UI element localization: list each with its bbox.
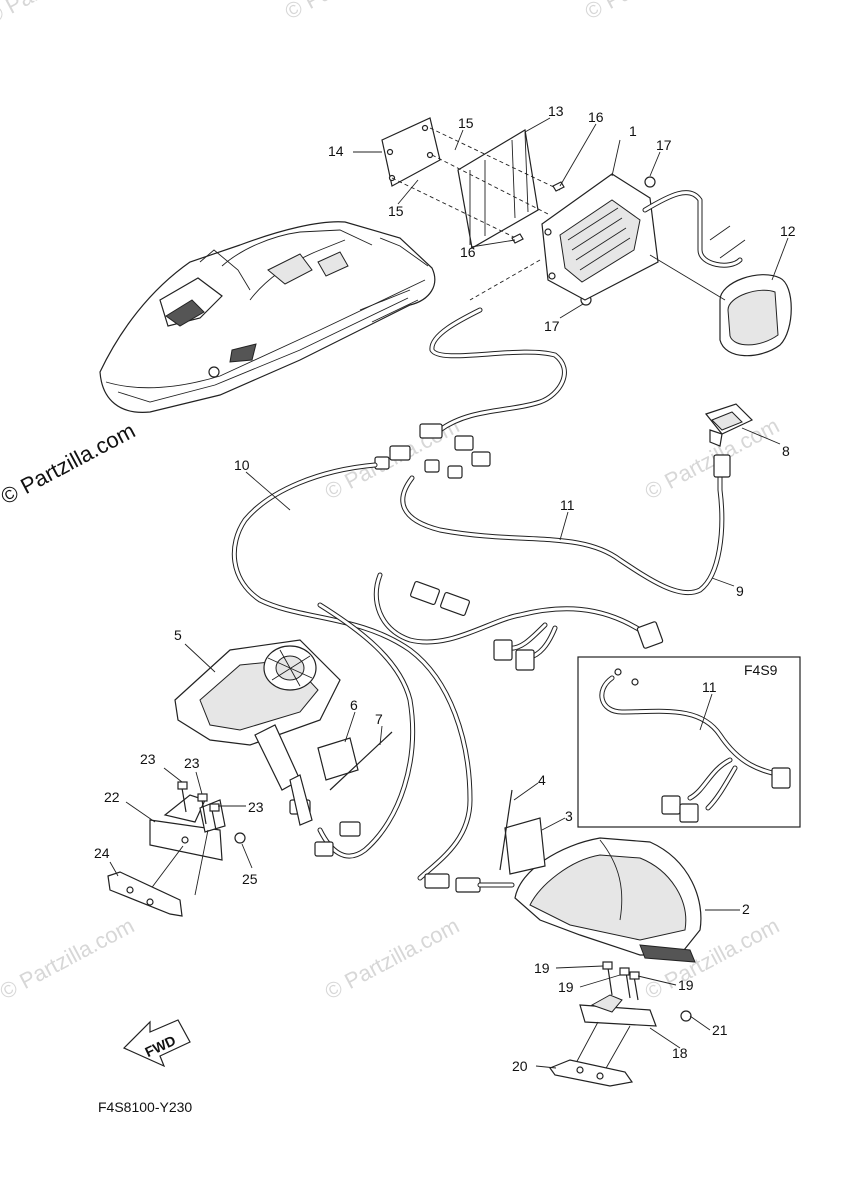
callout-9: 9 xyxy=(736,583,744,599)
watermark: © Partzilla.com xyxy=(0,913,138,1005)
callout-19b: 19 xyxy=(558,979,574,995)
wire-harness xyxy=(231,307,567,893)
callout-15: 15 xyxy=(458,115,474,131)
callout-14: 14 xyxy=(328,143,344,159)
watermark: © Partzilla.com xyxy=(281,0,424,24)
callout-13: 13 xyxy=(548,103,564,119)
callouts: 1 2 3 4 5 6 7 8 9 10 11 12 13 14 15 15 1… xyxy=(94,103,796,1074)
watercraft-illustration xyxy=(99,221,436,413)
callout-5: 5 xyxy=(174,627,182,643)
callout-24: 24 xyxy=(94,845,110,861)
callout-19c: 19 xyxy=(678,977,694,993)
callout-21: 21 xyxy=(712,1022,728,1038)
ecu-assembly xyxy=(381,117,792,357)
callout-7: 7 xyxy=(375,711,383,727)
callout-25: 25 xyxy=(242,871,258,887)
callout-3: 3 xyxy=(565,808,573,824)
callout-18: 18 xyxy=(672,1045,688,1061)
meter-right xyxy=(499,789,702,963)
inset-label: F4S9 xyxy=(744,662,778,678)
bracket-right xyxy=(549,961,692,1087)
callout-2: 2 xyxy=(742,901,750,917)
fwd-arrow: FWD xyxy=(122,1019,191,1068)
callout-4: 4 xyxy=(538,772,546,788)
callout-16b: 16 xyxy=(460,244,476,260)
callout-6: 6 xyxy=(350,697,358,713)
callout-20: 20 xyxy=(512,1058,528,1074)
callout-22: 22 xyxy=(104,789,120,805)
callout-19: 19 xyxy=(534,960,550,976)
sub-harness xyxy=(373,403,754,671)
callout-8: 8 xyxy=(782,443,790,459)
callout-16: 16 xyxy=(588,109,604,125)
callout-23c: 23 xyxy=(248,799,264,815)
inset-callout-11: 11 xyxy=(702,679,717,695)
inset-f4s9: F4S9 xyxy=(577,656,801,828)
callout-17b: 17 xyxy=(544,318,560,334)
watermark-main: © Partzilla.com xyxy=(0,418,139,510)
callout-11: 11 xyxy=(560,497,575,513)
meter-left xyxy=(174,639,393,826)
watermark: © Partzilla.com xyxy=(581,0,724,24)
callout-15b: 15 xyxy=(388,203,404,219)
callout-23b: 23 xyxy=(184,755,200,771)
callout-10: 10 xyxy=(234,457,250,473)
watermark: © Partzilla.com xyxy=(321,913,464,1005)
bracket-left xyxy=(107,781,246,917)
watermark: © Partzilla.com xyxy=(0,0,124,29)
leader-lines xyxy=(109,117,789,1069)
callout-1: 1 xyxy=(629,123,637,139)
callout-23: 23 xyxy=(140,751,156,767)
callout-12: 12 xyxy=(780,223,796,239)
watermark: © Partzilla.com xyxy=(641,413,784,505)
figure-code: F4S8100-Y230 xyxy=(98,1099,192,1115)
callout-17: 17 xyxy=(656,137,672,153)
